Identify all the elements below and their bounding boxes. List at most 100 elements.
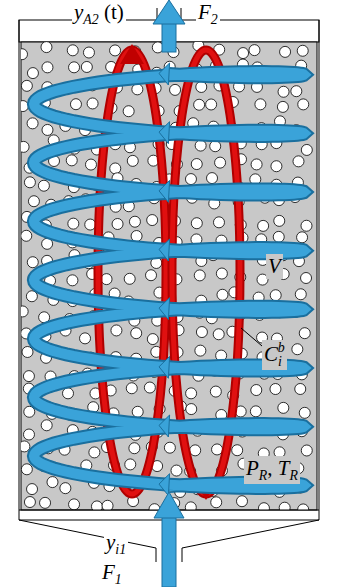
particle bbox=[66, 155, 77, 166]
volume-label: V bbox=[266, 254, 283, 279]
particle bbox=[21, 464, 32, 475]
helix-arrowhead bbox=[159, 239, 170, 261]
particle bbox=[215, 157, 226, 168]
particle bbox=[194, 270, 205, 281]
particle bbox=[129, 216, 140, 227]
particle bbox=[207, 173, 218, 184]
helix-arrowhead bbox=[159, 63, 170, 85]
particle bbox=[23, 371, 34, 382]
particle bbox=[110, 45, 121, 56]
particle bbox=[195, 345, 206, 356]
particle bbox=[258, 503, 269, 510]
particle bbox=[164, 442, 175, 453]
particle bbox=[270, 290, 281, 301]
particle bbox=[171, 465, 182, 476]
text-segment: i1 bbox=[115, 542, 126, 557]
text-segment: F bbox=[102, 560, 115, 584]
vessel-wall bbox=[19, 20, 20, 520]
helix-outline bbox=[34, 72, 304, 488]
particle bbox=[299, 407, 310, 418]
text-segment: R bbox=[259, 468, 267, 483]
particle bbox=[293, 156, 304, 167]
particle bbox=[212, 444, 223, 455]
particle bbox=[301, 220, 312, 231]
inlet-arrow bbox=[162, 515, 176, 587]
particle bbox=[91, 501, 102, 510]
particle bbox=[144, 382, 155, 393]
particle bbox=[27, 484, 38, 495]
particle bbox=[280, 46, 291, 57]
particle bbox=[81, 61, 92, 72]
particle bbox=[258, 220, 269, 231]
text-segment: , bbox=[267, 456, 278, 480]
particle bbox=[21, 141, 29, 152]
particle bbox=[132, 84, 143, 95]
gas-helix bbox=[34, 63, 304, 496]
particle bbox=[186, 404, 197, 415]
particle bbox=[210, 141, 221, 152]
particle bbox=[21, 49, 28, 60]
particle bbox=[191, 218, 202, 229]
particle bbox=[28, 196, 39, 207]
particle bbox=[190, 445, 201, 456]
particle bbox=[85, 159, 96, 170]
particle bbox=[251, 159, 262, 170]
particle bbox=[89, 447, 100, 458]
particle bbox=[40, 497, 51, 508]
particle bbox=[297, 45, 308, 56]
helix-arrowhead bbox=[159, 180, 170, 202]
text-segment: i bbox=[278, 354, 282, 369]
particle bbox=[68, 218, 79, 229]
text-segment: b bbox=[278, 340, 285, 355]
particles bbox=[21, 42, 312, 510]
particle bbox=[27, 118, 38, 129]
particle bbox=[211, 497, 222, 508]
particle bbox=[274, 215, 285, 226]
vessel-wall bbox=[319, 20, 320, 520]
particle bbox=[298, 99, 309, 110]
plenum bbox=[182, 520, 319, 548]
particle bbox=[270, 384, 281, 395]
particle bbox=[301, 445, 312, 456]
particle bbox=[69, 62, 80, 73]
inlet-flow: F1 bbox=[100, 560, 124, 587]
particle bbox=[196, 327, 207, 338]
particle bbox=[185, 502, 196, 510]
text-segment: T bbox=[278, 456, 290, 480]
particle bbox=[125, 459, 136, 470]
particle bbox=[213, 329, 224, 340]
particle bbox=[112, 219, 123, 230]
particle bbox=[298, 504, 309, 510]
particle bbox=[42, 124, 53, 135]
particle bbox=[277, 101, 288, 112]
text-segment: (t) bbox=[99, 0, 124, 24]
inlet-pipe bbox=[182, 548, 183, 562]
particle bbox=[23, 429, 34, 440]
fluidized-bed bbox=[21, 42, 317, 510]
particle bbox=[102, 500, 113, 510]
outlet-arrow bbox=[162, 22, 176, 52]
particle bbox=[41, 42, 52, 53]
particle bbox=[132, 406, 143, 417]
particle bbox=[301, 273, 312, 284]
particle bbox=[147, 334, 158, 345]
helix-arrowhead bbox=[159, 122, 170, 144]
inlet-arrowhead bbox=[154, 492, 184, 518]
particle bbox=[47, 477, 58, 488]
text-segment: P bbox=[246, 456, 259, 480]
particle bbox=[185, 174, 196, 185]
particle bbox=[210, 386, 221, 397]
text-segment: 2 bbox=[211, 12, 218, 27]
particle bbox=[273, 231, 284, 242]
particle bbox=[69, 499, 80, 510]
particle bbox=[279, 502, 290, 510]
particle bbox=[70, 99, 81, 110]
particle bbox=[127, 155, 138, 166]
concentration-label: Cib bbox=[262, 340, 287, 370]
particle bbox=[295, 289, 306, 300]
particle bbox=[24, 497, 35, 508]
particle bbox=[60, 483, 71, 494]
particle bbox=[249, 45, 260, 56]
particle bbox=[194, 99, 205, 110]
